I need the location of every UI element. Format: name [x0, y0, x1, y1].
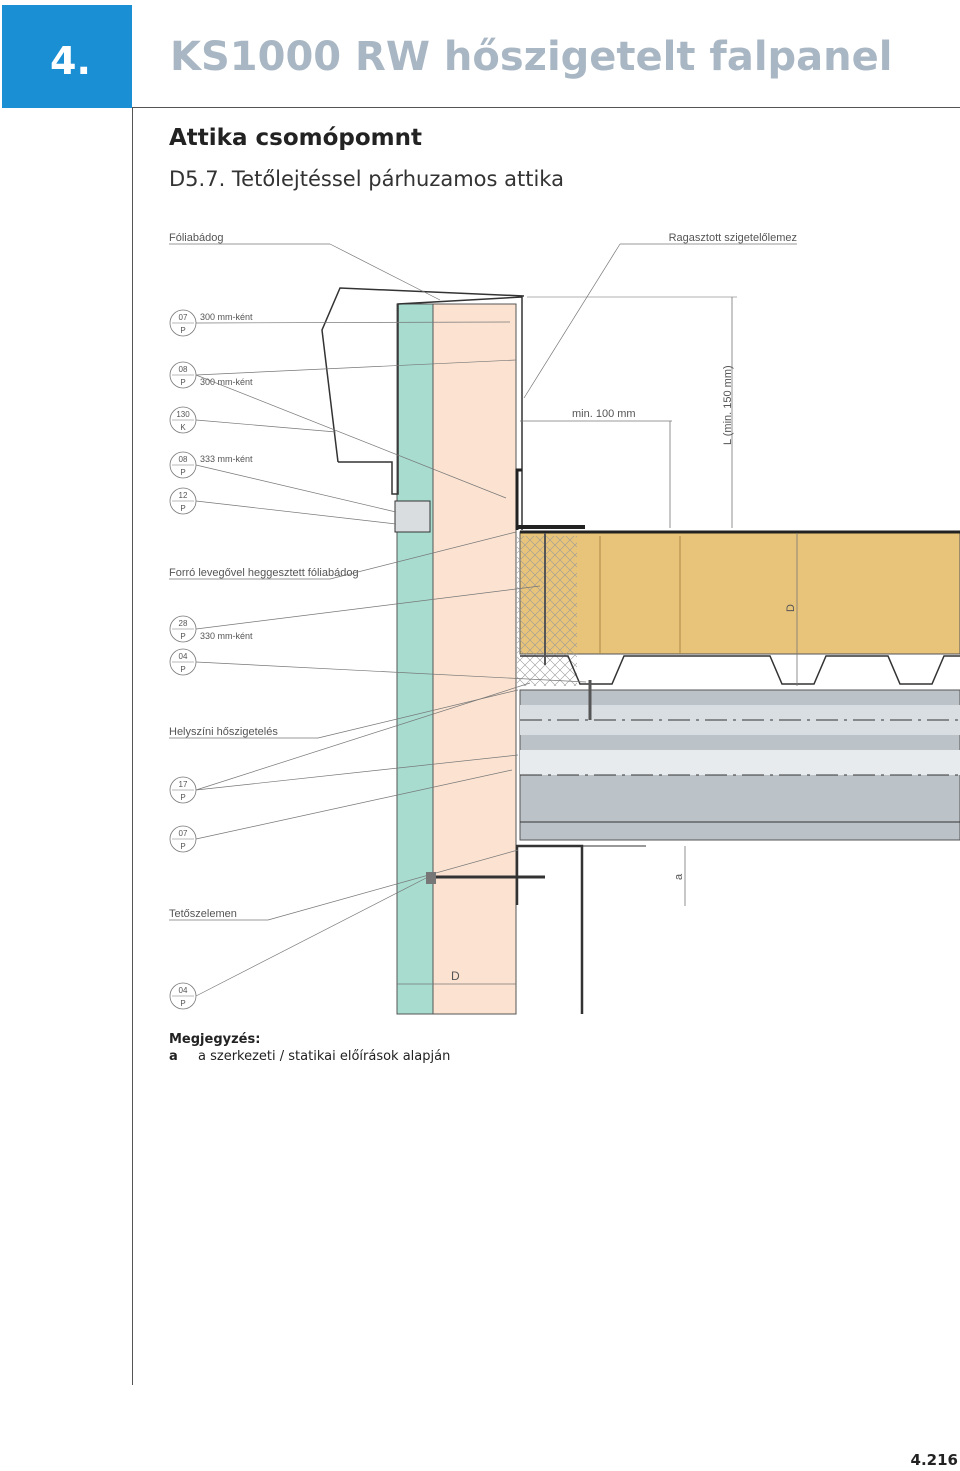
- svg-text:333 mm-ként: 333 mm-ként: [200, 454, 253, 464]
- hatched-filler: [517, 536, 577, 686]
- left-margin-rule: [132, 108, 133, 1385]
- page-number: 4.216: [910, 1451, 958, 1469]
- callout-08-300: 08 P 300 mm-ként: [169, 359, 517, 499]
- note-row: a a szerkezeti / statikai előírások alapj…: [169, 1049, 450, 1064]
- callout-07-p: 07 P: [169, 769, 513, 853]
- svg-text:P: P: [180, 793, 185, 802]
- svg-text:04: 04: [179, 986, 188, 995]
- callout-04-p-b: 04 P: [169, 875, 431, 1010]
- svg-text:08: 08: [179, 455, 188, 464]
- dim-d-roof: D: [785, 604, 797, 612]
- svg-text:07: 07: [179, 829, 188, 838]
- label-ragasztott: Ragasztott szigetelőlemez: [669, 232, 797, 244]
- svg-text:17: 17: [179, 780, 188, 789]
- callout-07-300: 07 P 300 mm-ként: [169, 309, 511, 337]
- roof-purlin: [515, 844, 584, 1014]
- svg-text:P: P: [180, 632, 185, 641]
- svg-text:P: P: [180, 378, 185, 387]
- chapter-box: 4.: [2, 5, 132, 108]
- wall-insulation: [432, 303, 517, 1015]
- svg-text:07: 07: [179, 313, 188, 322]
- svg-text:K: K: [180, 423, 186, 432]
- label-foliabadog: Fóliabádog: [169, 232, 223, 244]
- callout-12-p: 12 P: [169, 487, 397, 525]
- callout-130-k: 130 K: [169, 406, 337, 434]
- section-heading: Attika csomópomnt: [169, 125, 422, 151]
- callout-28-330: 28 P 330 mm-ként: [169, 585, 541, 643]
- callout-08-333: 08 P 333 mm-ként: [169, 451, 397, 513]
- dim-d-wall: D: [451, 969, 460, 983]
- callout-04-p-a: 04 P: [169, 648, 587, 683]
- notes-section: Megjegyzés: a a szerkezeti / statikai elő…: [169, 1032, 450, 1064]
- svg-text:P: P: [180, 842, 185, 851]
- wall-panel-green: [396, 303, 434, 1015]
- dim-a-purlin: a: [673, 873, 685, 880]
- parapet-capping: [338, 296, 523, 530]
- svg-text:04: 04: [179, 652, 188, 661]
- svg-text:P: P: [180, 326, 185, 335]
- svg-text:P: P: [180, 665, 185, 674]
- svg-text:330 mm-ként: 330 mm-ként: [200, 631, 253, 641]
- note-key: a: [169, 1049, 178, 1064]
- section-subheading: D5.7. Tetőlejtéssel párhuzamos attika: [169, 167, 564, 191]
- notes-title: Megjegyzés:: [169, 1032, 261, 1047]
- attic-detail-drawing: min. 100 mm L (min. 150 mm) D a D Fóliab…: [169, 232, 960, 1015]
- svg-text:12: 12: [179, 491, 188, 500]
- svg-text:28: 28: [179, 619, 188, 628]
- page-title: KS1000 RW hőszigetelt falpanel: [170, 34, 893, 80]
- svg-text:300 mm-ként: 300 mm-ként: [200, 312, 253, 322]
- label-tetoszelemen: Tetőszelemen: [169, 908, 237, 920]
- chapter-number: 4.: [50, 39, 91, 83]
- svg-text:P: P: [180, 504, 185, 513]
- dim-l-min150: L (min. 150 mm): [722, 365, 734, 445]
- svg-text:08: 08: [179, 365, 188, 374]
- trapezoidal-deck: [520, 655, 960, 685]
- parapet-bracket: [394, 500, 431, 533]
- dim-min100: min. 100 mm: [572, 408, 636, 420]
- roof-insulation: [519, 531, 960, 655]
- label-helyszini: Helyszíni hőszigetelés: [169, 726, 278, 738]
- header-rule: [132, 107, 960, 108]
- svg-text:130: 130: [176, 410, 190, 419]
- svg-text:P: P: [180, 468, 185, 477]
- note-text: a szerkezeti / statikai előírások alapjá…: [198, 1049, 451, 1064]
- svg-text:P: P: [180, 999, 185, 1008]
- label-forro: Forró levegővel heggesztett fóliabádog: [169, 567, 359, 579]
- svg-text:300 mm-ként: 300 mm-ként: [200, 377, 253, 387]
- callout-17-p: 17 P: [169, 682, 531, 804]
